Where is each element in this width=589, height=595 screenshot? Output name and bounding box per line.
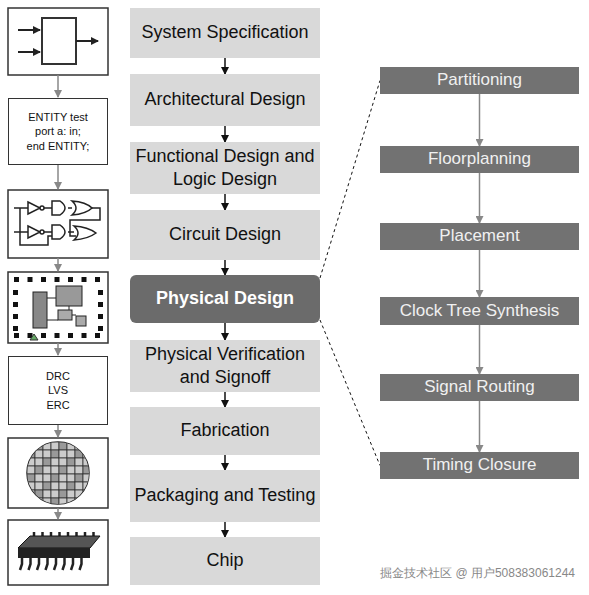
layout-icon — [8, 272, 108, 343]
gate-icon — [8, 190, 108, 258]
flow-arrow — [224, 126, 226, 142]
process-box: Functional Design and Logic Design — [130, 142, 320, 194]
highlight-box: Physical Design — [130, 275, 320, 323]
expansion-line — [320, 320, 380, 466]
process-box: Fabrication — [130, 407, 320, 455]
flow-arrow — [224, 260, 226, 275]
process-box: Circuit Design — [130, 210, 320, 260]
step-box: Placement — [380, 223, 579, 250]
step-box: Clock Tree Synthesis — [380, 297, 579, 325]
code-box: ENTITY testport a: in;end ENTITY; — [8, 98, 108, 165]
node-text: DRC — [46, 369, 70, 383]
node-text: System Specification — [141, 21, 308, 44]
node-text: LVS — [48, 383, 68, 397]
node-text: Partitioning — [437, 70, 522, 90]
block-icon — [8, 8, 108, 75]
flow-arrow — [479, 250, 481, 297]
wafer-icon — [8, 438, 108, 508]
process-box: Physical Verification and Signoff — [130, 340, 320, 392]
node-text: Circuit Design — [169, 223, 281, 246]
package-icon — [8, 520, 108, 585]
flow-arrow — [479, 94, 481, 146]
node-text: Physical Verification and Signoff — [134, 343, 316, 390]
flow-arrow — [224, 194, 226, 210]
node-text: Floorplanning — [428, 149, 531, 169]
node-text: Functional Design and Logic Design — [134, 145, 316, 192]
flow-arrow — [224, 522, 226, 537]
process-box: Chip — [130, 537, 320, 585]
flow-arrow — [479, 401, 481, 452]
process-box: Architectural Design — [130, 74, 320, 126]
step-box: Partitioning — [380, 67, 579, 94]
node-text: Signal Routing — [424, 377, 535, 397]
node-text: ENTITY test — [28, 110, 88, 124]
node-text: Placement — [439, 226, 519, 246]
node-text: Physical Design — [156, 287, 294, 310]
node-text: ERC — [46, 398, 69, 412]
flow-arrow — [479, 173, 481, 223]
node-text: Chip — [206, 549, 243, 572]
watermark: 掘金技术社区 @ 用户508383061244 — [380, 565, 575, 582]
node-text: Fabrication — [180, 419, 269, 442]
node-text: Timing Closure — [423, 455, 537, 475]
process-box: System Specification — [130, 8, 320, 58]
node-text: Architectural Design — [144, 88, 305, 111]
step-box: Timing Closure — [380, 452, 579, 479]
flow-arrow — [224, 455, 226, 470]
process-box: Packaging and Testing — [130, 470, 320, 522]
node-text: port a: in; — [35, 124, 81, 138]
node-text: Clock Tree Synthesis — [400, 301, 560, 321]
flow-arrow — [224, 392, 226, 407]
flow-arrow — [479, 325, 481, 374]
expansion-line — [320, 81, 380, 279]
node-text: end ENTITY; — [27, 139, 90, 153]
step-box: Floorplanning — [380, 146, 579, 173]
check-box: DRCLVSERC — [8, 356, 108, 425]
flow-arrow — [224, 58, 226, 74]
step-box: Signal Routing — [380, 374, 579, 401]
flow-arrow — [224, 323, 226, 340]
node-text: Packaging and Testing — [135, 484, 316, 507]
